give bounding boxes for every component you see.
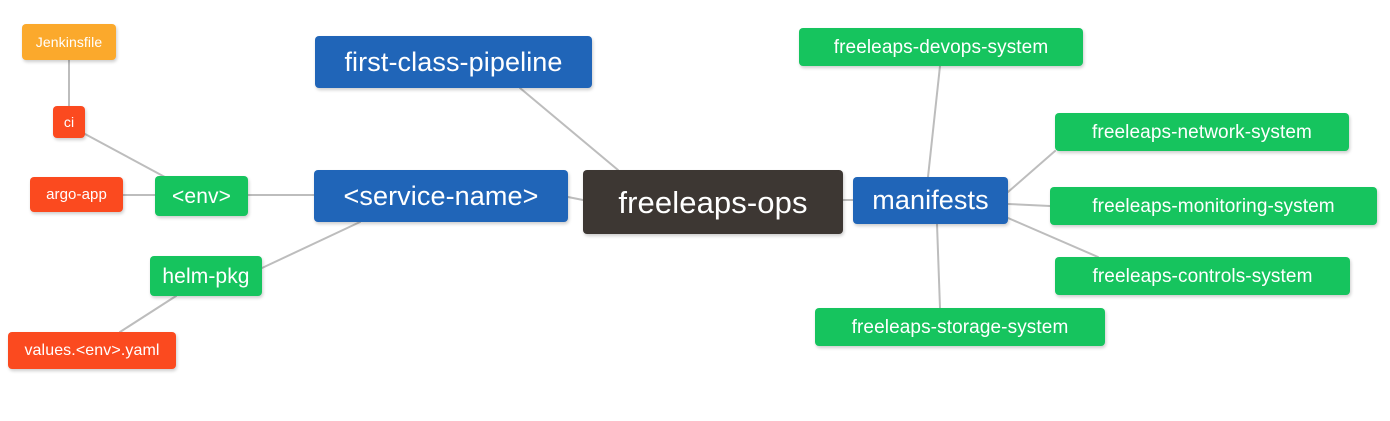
edge-manifests-monitoring [1007, 203, 1051, 207]
node-values-yaml-label: values.<env>.yaml [24, 341, 160, 359]
node-freeleaps-network-system[interactable]: freeleaps-network-system [1055, 113, 1349, 151]
node-ci-label: ci [63, 114, 75, 130]
node-freeleaps-devops-system[interactable]: freeleaps-devops-system [799, 28, 1083, 66]
node-freeleaps-ops-root[interactable]: freeleaps-ops [583, 170, 843, 234]
node-freeleaps-controls-system[interactable]: freeleaps-controls-system [1055, 257, 1350, 295]
edge-firstclass-freeleapsops [519, 87, 619, 171]
node-freeleaps-network-system-label: freeleaps-network-system [1092, 121, 1312, 143]
node-freeleaps-devops-system-label: freeleaps-devops-system [833, 36, 1049, 58]
node-ci[interactable]: ci [53, 106, 85, 138]
node-manifests[interactable]: manifests [853, 177, 1008, 224]
edge-manifests-storage [936, 223, 941, 309]
node-env[interactable]: <env> [155, 176, 248, 216]
node-helm-pkg[interactable]: helm-pkg [150, 256, 262, 296]
node-values-yaml[interactable]: values.<env>.yaml [8, 332, 176, 369]
node-manifests-label: manifests [872, 185, 989, 215]
node-freeleaps-ops-label: freeleaps-ops [618, 184, 808, 220]
node-first-class-pipeline[interactable]: first-class-pipeline [315, 36, 592, 88]
node-freeleaps-monitoring-system[interactable]: freeleaps-monitoring-system [1050, 187, 1377, 225]
node-argo-app-label: argo-app [46, 186, 107, 203]
node-freeleaps-controls-system-label: freeleaps-controls-system [1092, 265, 1313, 287]
node-freeleaps-storage-system-label: freeleaps-storage-system [851, 316, 1069, 338]
edge-servicename-freeleapsops [567, 196, 584, 201]
node-freeleaps-monitoring-system-label: freeleaps-monitoring-system [1092, 195, 1335, 217]
node-jenkinsfile[interactable]: Jenkinsfile [22, 24, 116, 60]
node-first-class-pipeline-label: first-class-pipeline [344, 46, 563, 77]
edge-manifests-devops [927, 65, 941, 178]
edge-manifests-network [1007, 150, 1056, 193]
node-argo-app[interactable]: argo-app [30, 177, 123, 212]
node-jenkinsfile-label: Jenkinsfile [35, 34, 103, 50]
node-freeleaps-storage-system[interactable]: freeleaps-storage-system [815, 308, 1105, 346]
node-env-label: <env> [172, 184, 231, 208]
edge-servicename-helmpkg [261, 221, 361, 269]
node-service-name[interactable]: <service-name> [314, 170, 568, 222]
node-helm-pkg-label: helm-pkg [162, 264, 250, 288]
node-service-name-label: <service-name> [343, 180, 539, 211]
edge-helmpkg-values [119, 295, 177, 333]
